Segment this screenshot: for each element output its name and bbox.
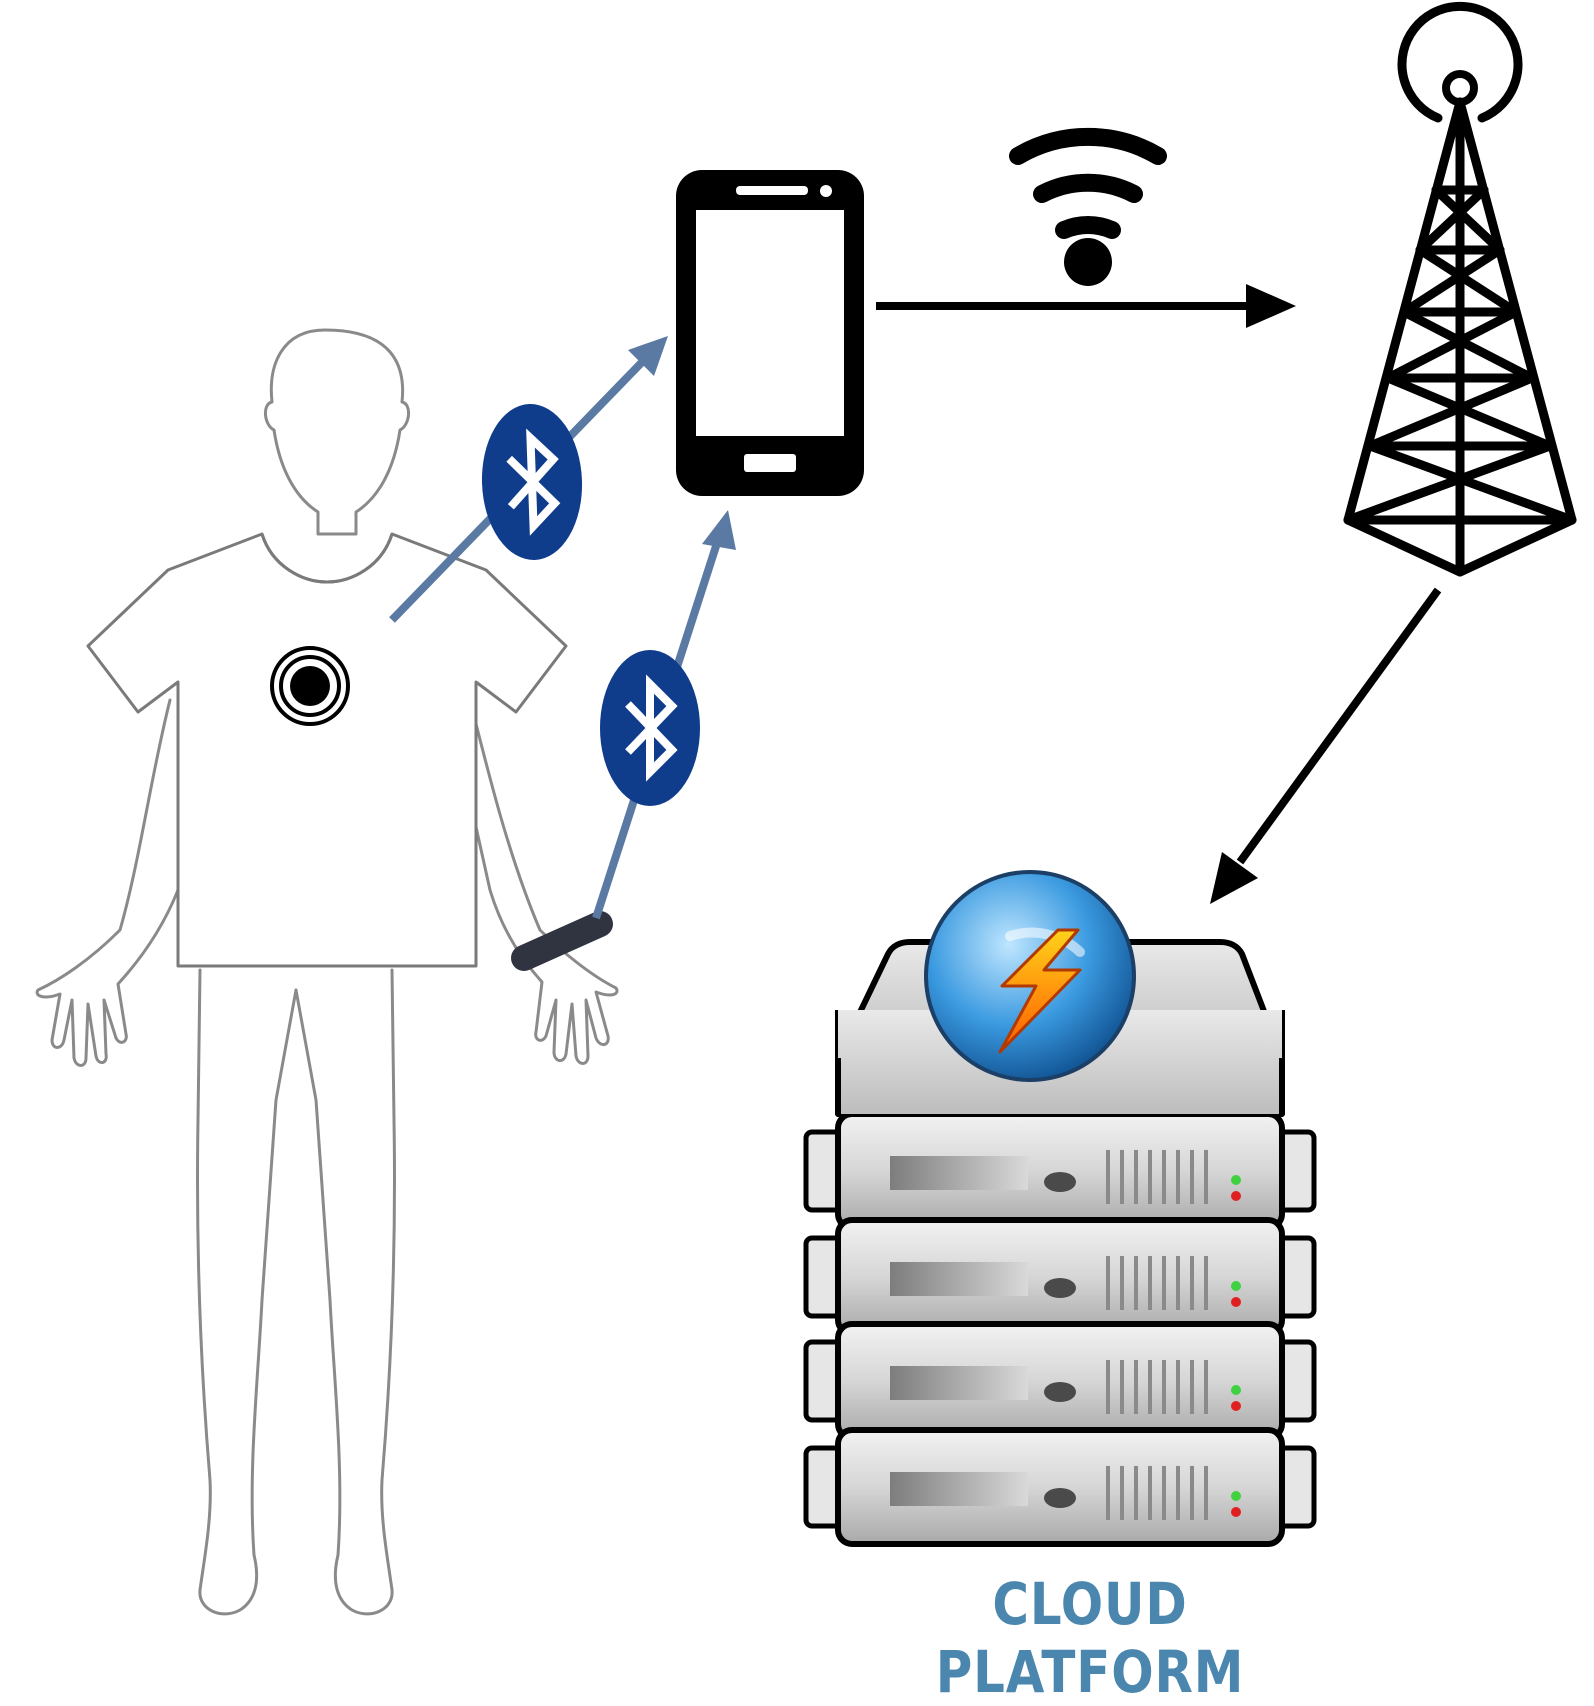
- lightning-globe-icon: [924, 870, 1136, 1082]
- shirt-sensor-icon: [86, 532, 568, 968]
- tower-to-cloud-arrow: [1210, 587, 1442, 904]
- wifi-icon: [1009, 128, 1167, 286]
- person-icon: [35, 328, 619, 1616]
- bluetooth-icon: [600, 650, 700, 806]
- ecg-sensor-icon: [270, 646, 350, 726]
- server-unit: [803, 1111, 1317, 1231]
- smartphone-icon: [676, 170, 864, 496]
- wifi-link: [876, 128, 1296, 328]
- cell-tower-icon: [1343, 1, 1577, 577]
- wristband-icon: [511, 911, 613, 971]
- bluetooth-link-shirt: [389, 336, 668, 623]
- bluetooth-icon: [481, 404, 583, 560]
- bluetooth-link-wristband: [592, 510, 736, 920]
- cloud-platform-label: CLOUD PLATFORM: [935, 1570, 1245, 1706]
